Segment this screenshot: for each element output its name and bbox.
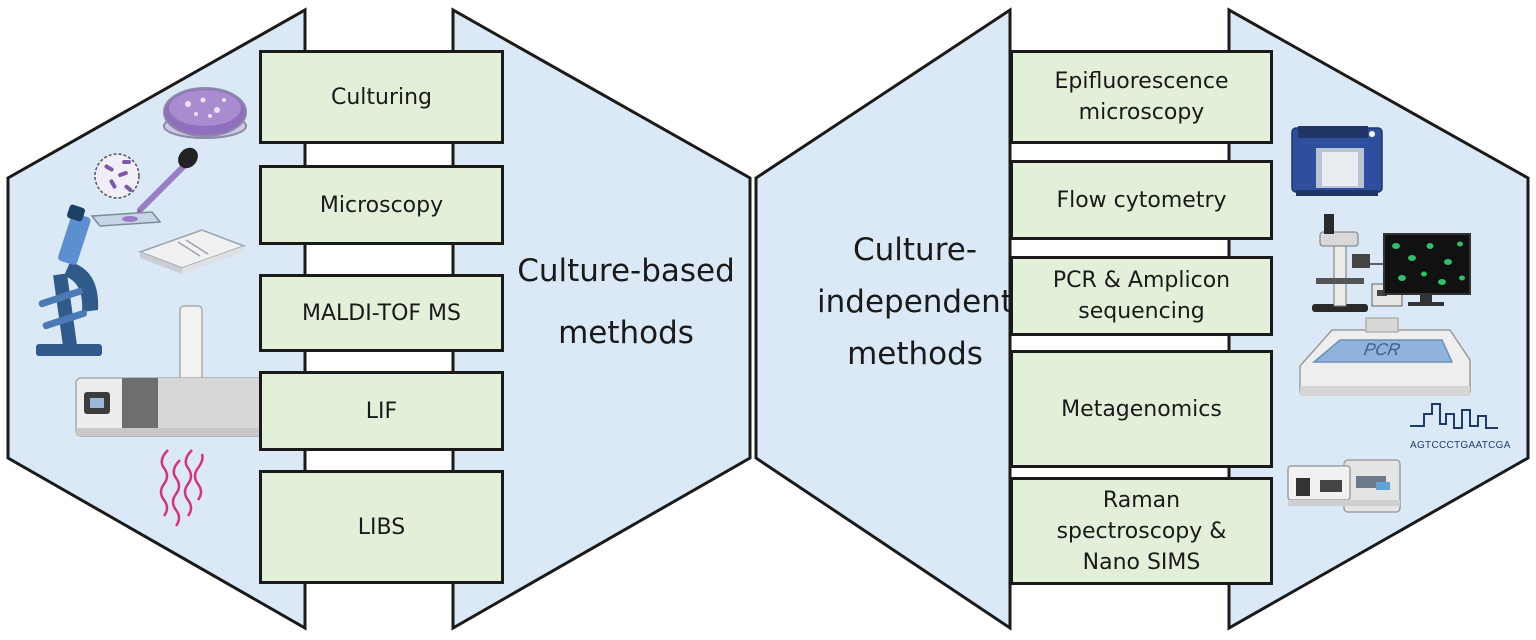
method-box-libs: LIBS [259, 470, 504, 584]
method-box-maldi-tof-ms: MALDI-TOF MS [259, 274, 504, 352]
method-box-flow-cytometry: Flow cytometry [1010, 160, 1273, 240]
method-box-lif: LIF [259, 371, 504, 451]
bacteria-magnifier-icon [94, 153, 140, 199]
petri-dish-icon [163, 87, 247, 139]
glass-slide-icon [90, 211, 162, 227]
sequencing-chromatogram-icon [1410, 403, 1498, 429]
flow-cytometer-icon [1291, 126, 1383, 196]
method-box-culturing: Culturing [259, 50, 504, 144]
method-box-epifluorescence: Epifluorescence microscopy [1010, 50, 1273, 144]
sequence-text: AGTCCCTGAATCGA [1410, 440, 1511, 451]
maldi-tof-instrument-icon [75, 305, 267, 437]
microscope-slide-icon [137, 229, 247, 274]
laser-waves-icon [159, 449, 204, 527]
culture-independent-title: Culture- independent methods [817, 232, 1013, 372]
method-box-pcr-amplicon: PCR & Amplicon sequencing [1010, 256, 1273, 336]
microscope-icon [36, 204, 102, 356]
fluorescence-microscope-icon [1312, 214, 1370, 312]
pcr-machine-icon [1299, 317, 1471, 396]
culture-based-title: Culture-based methods [517, 253, 735, 351]
pipette-icon [131, 147, 198, 221]
method-box-microscopy: Microscopy [259, 165, 504, 245]
method-box-metagenomics: Metagenomics [1010, 350, 1273, 468]
method-box-raman-nanosims: Raman spectroscopy & Nano SIMS [1010, 477, 1273, 585]
pcr-machine-label: PCR [1362, 340, 1402, 359]
monitor-icon [1383, 233, 1471, 306]
raman-spectrometer-icon [1287, 459, 1401, 513]
